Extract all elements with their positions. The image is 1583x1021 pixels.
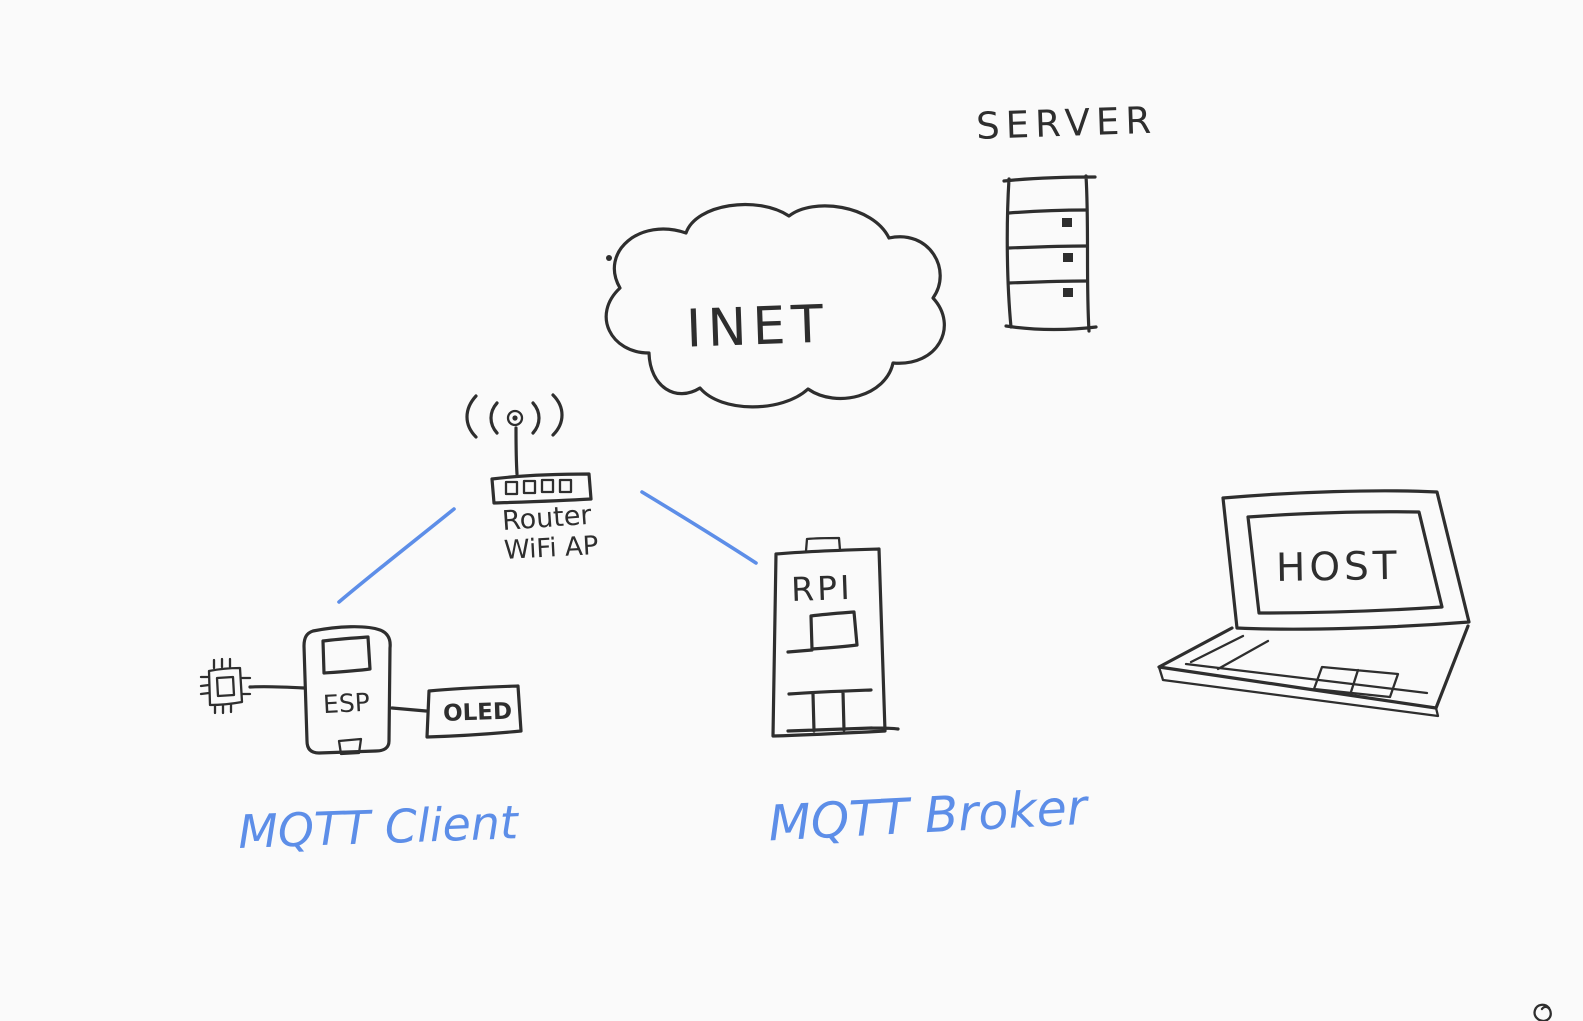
router-node: Router WiFi AP (465, 393, 599, 566)
rpi-port-square (786, 610, 859, 654)
laptop-trackpad (1312, 665, 1400, 699)
oled-label: OLED (443, 699, 513, 727)
rpi-top-notch (804, 536, 842, 553)
router-antenna-tip (506, 409, 524, 427)
laptop-screen-outer (1221, 489, 1471, 631)
rpi-vents (786, 688, 900, 733)
host-label: HOST (1276, 544, 1401, 591)
chip-core (215, 675, 236, 698)
server-rack-leds (1062, 218, 1073, 297)
rpi-label: RPI (790, 568, 853, 609)
router-box (490, 472, 593, 505)
oled-box (425, 684, 523, 739)
wifi-waves-icon (465, 393, 564, 439)
host-laptop-node: HOST (1157, 489, 1471, 718)
inet-label: INET (685, 295, 830, 360)
esp-node: ESP (302, 625, 392, 756)
server-rack-frame (1002, 174, 1098, 333)
cloud-ink-dot (606, 255, 612, 261)
inet-cloud-node: INET (604, 203, 946, 409)
esp-label: ESP (322, 688, 370, 719)
router-label-line1: Router (501, 500, 593, 537)
router-vents (504, 478, 573, 496)
mqtt-broker-label: MQTT Broker (767, 779, 1091, 853)
mqtt-client-label: MQTT Client (237, 795, 521, 859)
wifi-link-router-rpi (640, 490, 758, 565)
rpi-node: RPI (771, 536, 900, 738)
laptop-key-rows (1184, 634, 1429, 695)
chip-esp-wire (248, 684, 306, 690)
laptop-base (1157, 624, 1470, 710)
laptop-screen-inner (1246, 510, 1444, 615)
rpi-tower-outline (771, 547, 887, 738)
esp-connector-notch (337, 737, 363, 756)
esp-oled-wire (390, 706, 428, 713)
oled-node: OLED (390, 684, 523, 739)
cloud-outline (604, 203, 946, 409)
corner-scribble (1533, 1003, 1552, 1021)
chip-body (207, 666, 244, 707)
server-label: SERVER (975, 99, 1157, 148)
esp-screen (321, 635, 372, 675)
laptop-base-edge (1157, 665, 1440, 718)
router-antenna-mast (514, 426, 519, 476)
wifi-link-esp-router (337, 507, 456, 604)
server-node: SERVER (975, 99, 1158, 333)
router-label-line2: WiFi AP (503, 531, 599, 566)
esp-board-outline (302, 625, 392, 755)
chip-icon (199, 657, 306, 715)
server-rack-shelves (1007, 208, 1089, 285)
chip-pins (199, 657, 252, 715)
router-antenna-dot (512, 415, 518, 421)
